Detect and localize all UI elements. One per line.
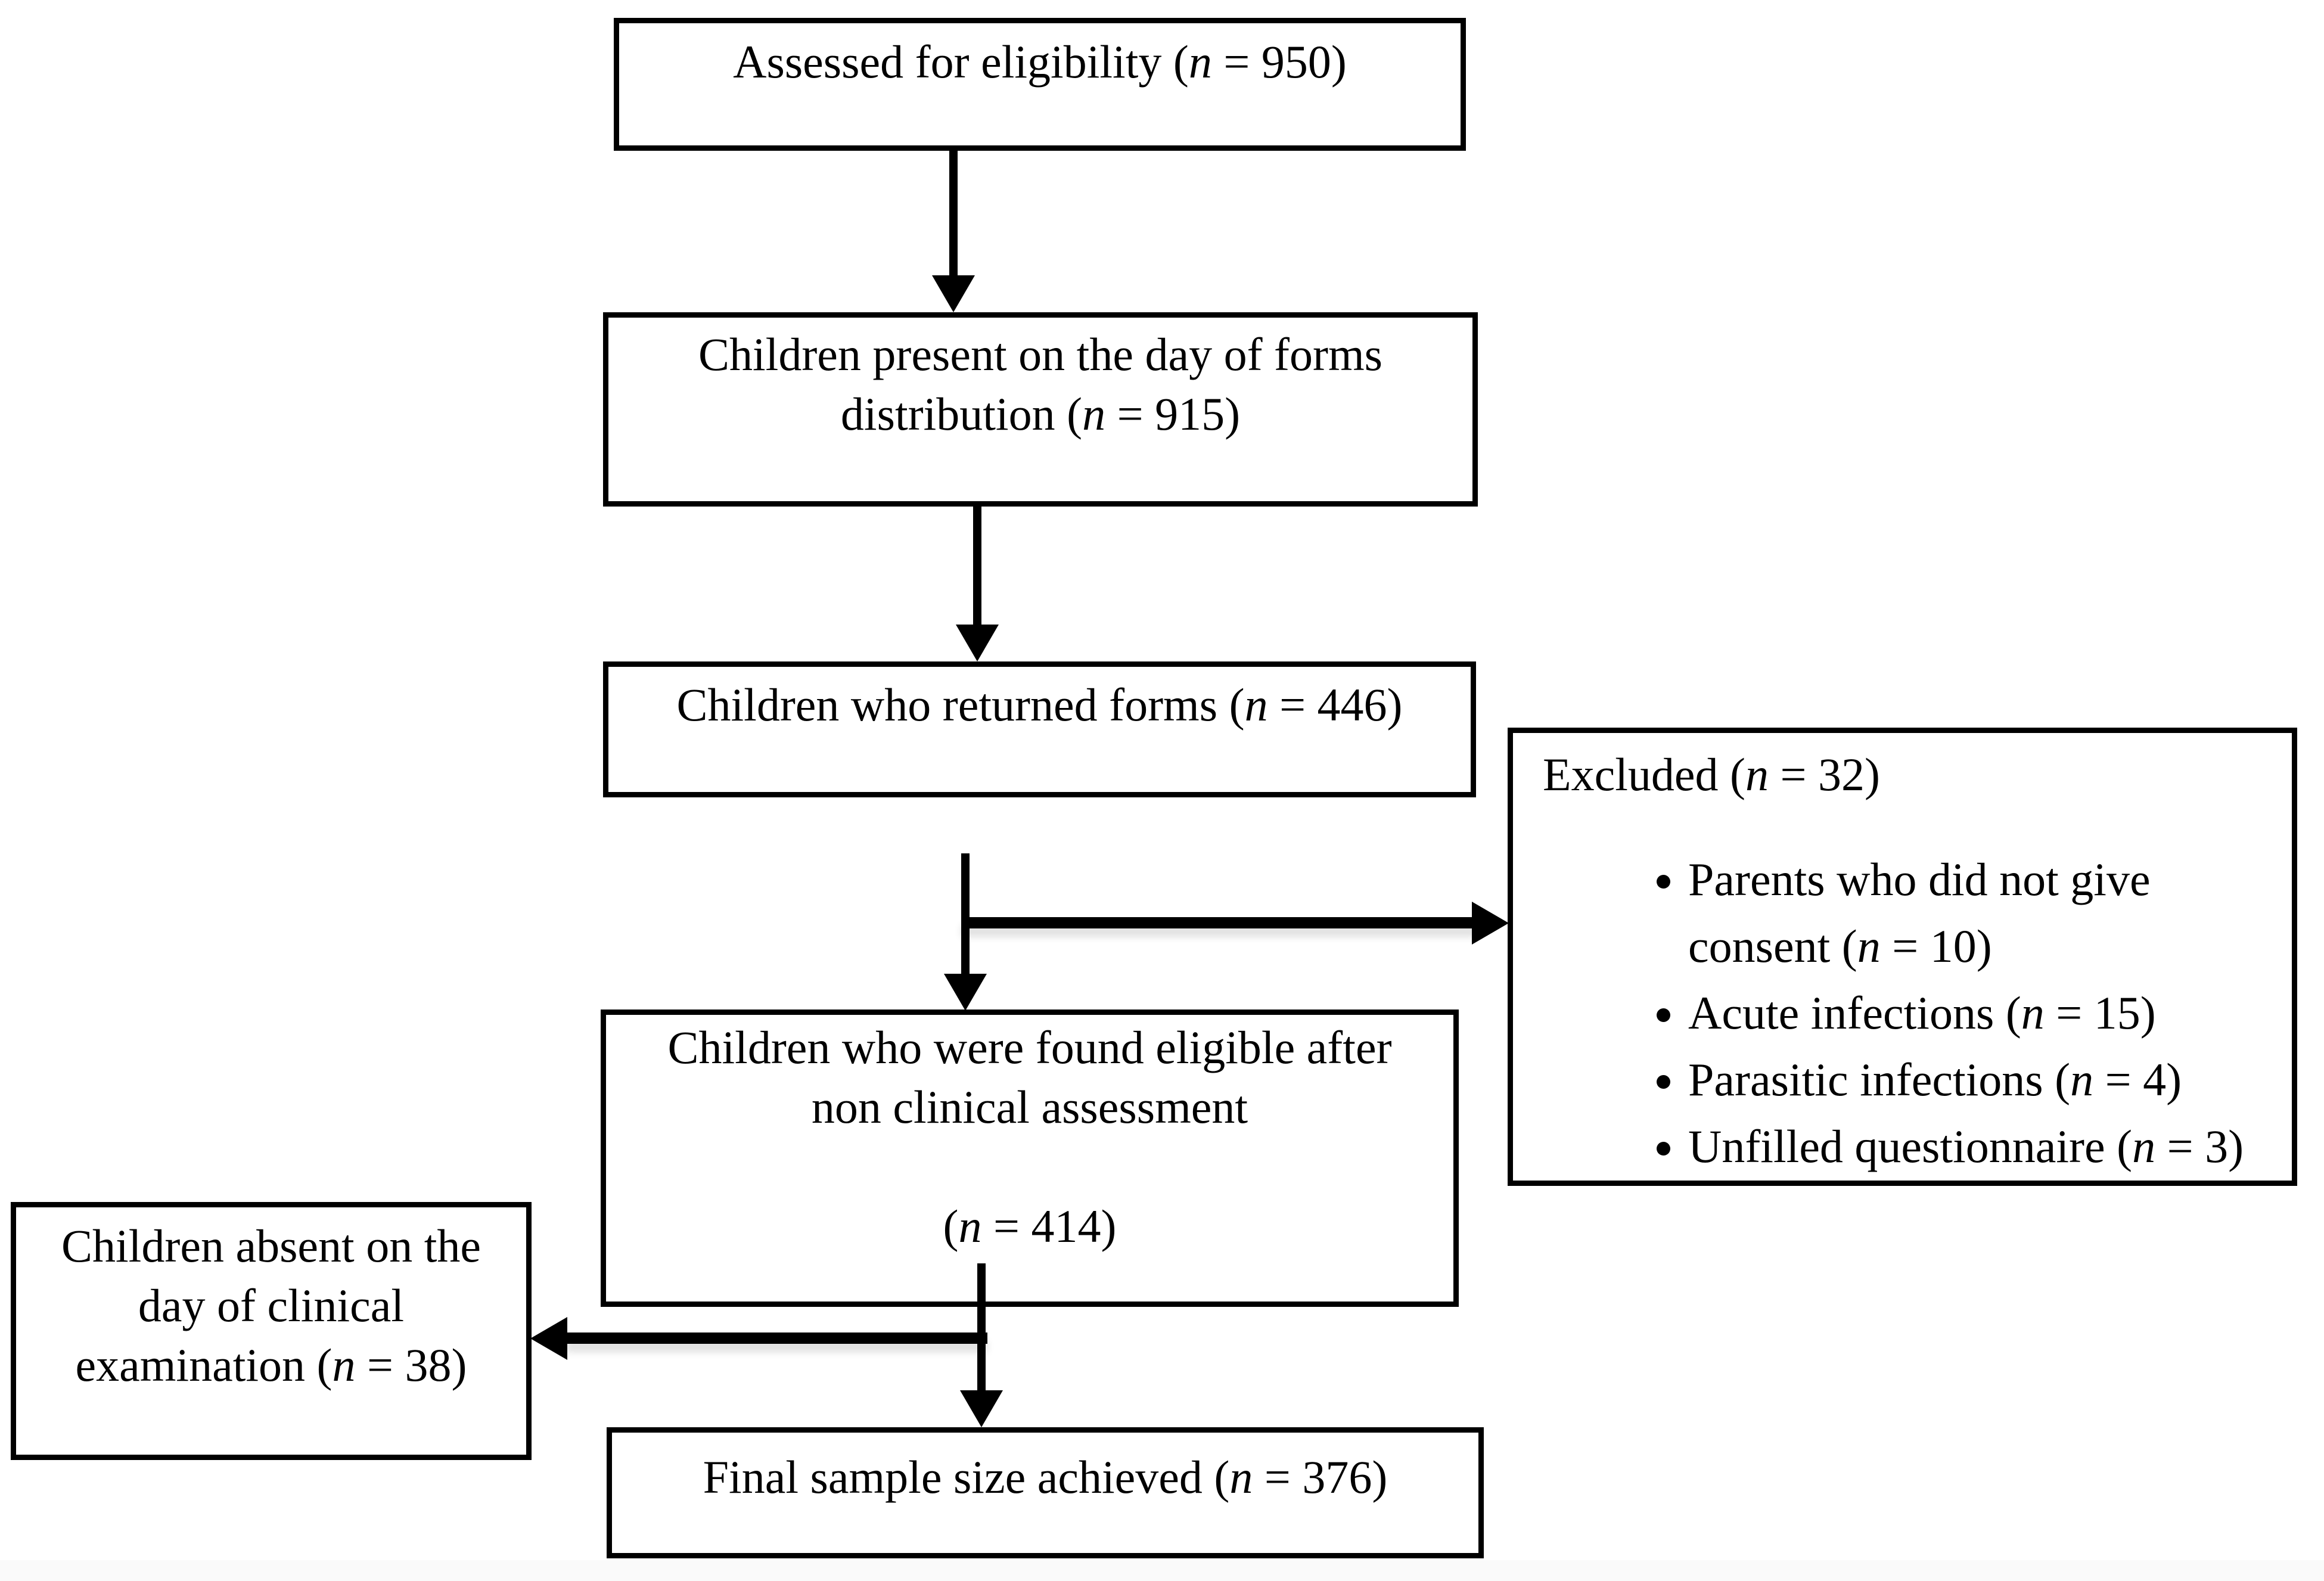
box-excluded: Excluded (n = 32) Parents who did not gi… [1508, 728, 2297, 1186]
arrow-right-icon [1472, 902, 1509, 945]
text-line [606, 1137, 1453, 1197]
text-line: distribution (n = 915) [840, 388, 1241, 440]
box-returned-forms: Children who returned forms (n = 446) [603, 661, 1476, 797]
excluded-title: Excluded (n = 32) [1543, 748, 1880, 800]
connector-returned-to-eligible [961, 853, 970, 977]
connector-branch-to-absent [566, 1332, 987, 1344]
arrow-down-icon [932, 275, 975, 312]
box-assessed-eligibility: Assessed for eligibility (n = 950) [614, 18, 1466, 151]
text-line: Assessed for eligibility (n = 950) [733, 36, 1347, 88]
text-line: (n = 414) [943, 1200, 1117, 1252]
page-bottom-strip [0, 1560, 2324, 1581]
text-line: Children who were found eligible after [667, 1021, 1392, 1073]
connector-eligible-to-final [977, 1263, 986, 1393]
excluded-reason-item: Parasitic infections (n = 4) [1688, 1046, 2274, 1113]
connector-present-to-returned [973, 505, 981, 628]
arrow-down-icon [944, 974, 987, 1011]
box-absent-clinical-examination: Children absent on the day of clinical exa… [11, 1202, 532, 1460]
arrow-down-icon [956, 625, 999, 661]
text-line: day of clinical [138, 1279, 405, 1331]
text-line: examination (n = 38) [75, 1339, 467, 1391]
box-final-sample-size: Final sample size achieved (n = 376) [607, 1427, 1484, 1558]
connector-branch-to-excluded [961, 917, 1477, 928]
excluded-reason-item: Unfilled questionnaire (n = 3) [1688, 1113, 2274, 1180]
text-line: Children present on the day of forms [698, 328, 1383, 380]
text-line: non clinical assessment [811, 1081, 1248, 1133]
text-line: Final sample size achieved (n = 376) [703, 1451, 1388, 1503]
text-line: Children who returned forms (n = 446) [676, 679, 1403, 731]
arrow-left-icon [530, 1317, 567, 1360]
box-present-forms-distribution: Children present on the day of forms dist… [603, 312, 1478, 507]
box-eligible-after-assessment: Children who were found eligible after no… [601, 1010, 1459, 1307]
arrow-down-icon [960, 1390, 1003, 1427]
excluded-reason-item: Acute infections (n = 15) [1688, 980, 2274, 1046]
text-line: Children absent on the [61, 1220, 481, 1272]
connector-assessed-to-present [949, 151, 958, 279]
